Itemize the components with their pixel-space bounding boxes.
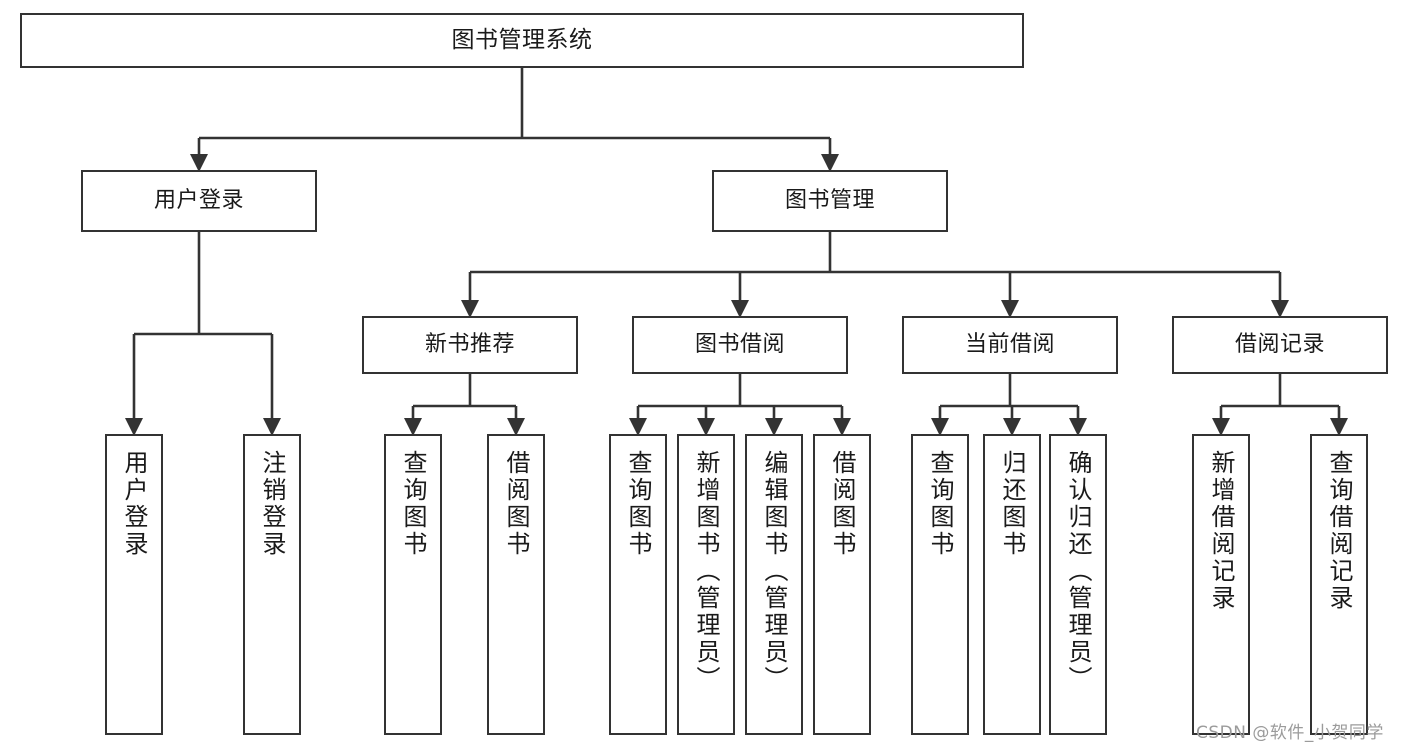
node-leaf-query-book-2-label: 查询图书 <box>624 450 652 558</box>
node-book-manage-label: 图书管理 <box>784 187 875 213</box>
node-leaf-query-book-2[interactable]: 查询图书 <box>609 434 667 735</box>
node-leaf-query-book-1[interactable]: 查询图书 <box>384 434 442 735</box>
node-new-book-recommend[interactable]: 新书推荐 <box>362 316 578 374</box>
node-current-borrow[interactable]: 当前借阅 <box>902 316 1118 374</box>
node-leaf-add-book-admin-label: 新增图书（管理员） <box>692 450 720 693</box>
node-leaf-user-logout[interactable]: 注销登录 <box>243 434 301 735</box>
node-leaf-confirm-return-admin-label: 确认归还（管理员） <box>1064 450 1092 693</box>
node-root-label: 图书管理系统 <box>451 26 593 53</box>
node-leaf-add-borrow-record-label: 新增借阅记录 <box>1207 450 1235 612</box>
node-leaf-confirm-return-admin[interactable]: 确认归还（管理员） <box>1049 434 1107 735</box>
node-leaf-borrow-book-2-label: 借阅图书 <box>828 450 856 558</box>
node-leaf-query-book-1-label: 查询图书 <box>399 450 427 558</box>
csdn-watermark: CSDN @软件_小贺同学 <box>1196 723 1384 743</box>
node-current-borrow-label: 当前借阅 <box>964 331 1055 357</box>
node-leaf-borrow-book-1-label: 借阅图书 <box>502 450 530 558</box>
node-leaf-borrow-book-2[interactable]: 借阅图书 <box>813 434 871 735</box>
node-leaf-query-book-3-label: 查询图书 <box>926 450 954 558</box>
node-user-login[interactable]: 用户登录 <box>81 170 317 232</box>
node-leaf-return-book[interactable]: 归还图书 <box>983 434 1041 735</box>
node-leaf-user-login[interactable]: 用户登录 <box>105 434 163 735</box>
node-leaf-return-book-label: 归还图书 <box>998 450 1026 558</box>
node-leaf-user-logout-label: 注销登录 <box>258 450 286 558</box>
node-leaf-query-borrow-record[interactable]: 查询借阅记录 <box>1310 434 1368 735</box>
node-book-manage[interactable]: 图书管理 <box>712 170 948 232</box>
node-book-borrow[interactable]: 图书借阅 <box>632 316 848 374</box>
node-book-borrow-label: 图书借阅 <box>694 331 785 357</box>
node-leaf-add-borrow-record[interactable]: 新增借阅记录 <box>1192 434 1250 735</box>
node-new-book-recommend-label: 新书推荐 <box>424 331 515 357</box>
node-leaf-borrow-book-1[interactable]: 借阅图书 <box>487 434 545 735</box>
node-leaf-edit-book-admin[interactable]: 编辑图书（管理员） <box>745 434 803 735</box>
node-root[interactable]: 图书管理系统 <box>20 13 1024 68</box>
node-leaf-query-borrow-record-label: 查询借阅记录 <box>1325 450 1353 612</box>
node-leaf-query-book-3[interactable]: 查询图书 <box>911 434 969 735</box>
node-borrow-record-label: 借阅记录 <box>1234 331 1325 357</box>
node-borrow-record[interactable]: 借阅记录 <box>1172 316 1388 374</box>
node-user-login-label: 用户登录 <box>153 187 244 213</box>
node-leaf-user-login-label: 用户登录 <box>120 450 148 558</box>
node-leaf-edit-book-admin-label: 编辑图书（管理员） <box>760 450 788 693</box>
node-leaf-add-book-admin[interactable]: 新增图书（管理员） <box>677 434 735 735</box>
